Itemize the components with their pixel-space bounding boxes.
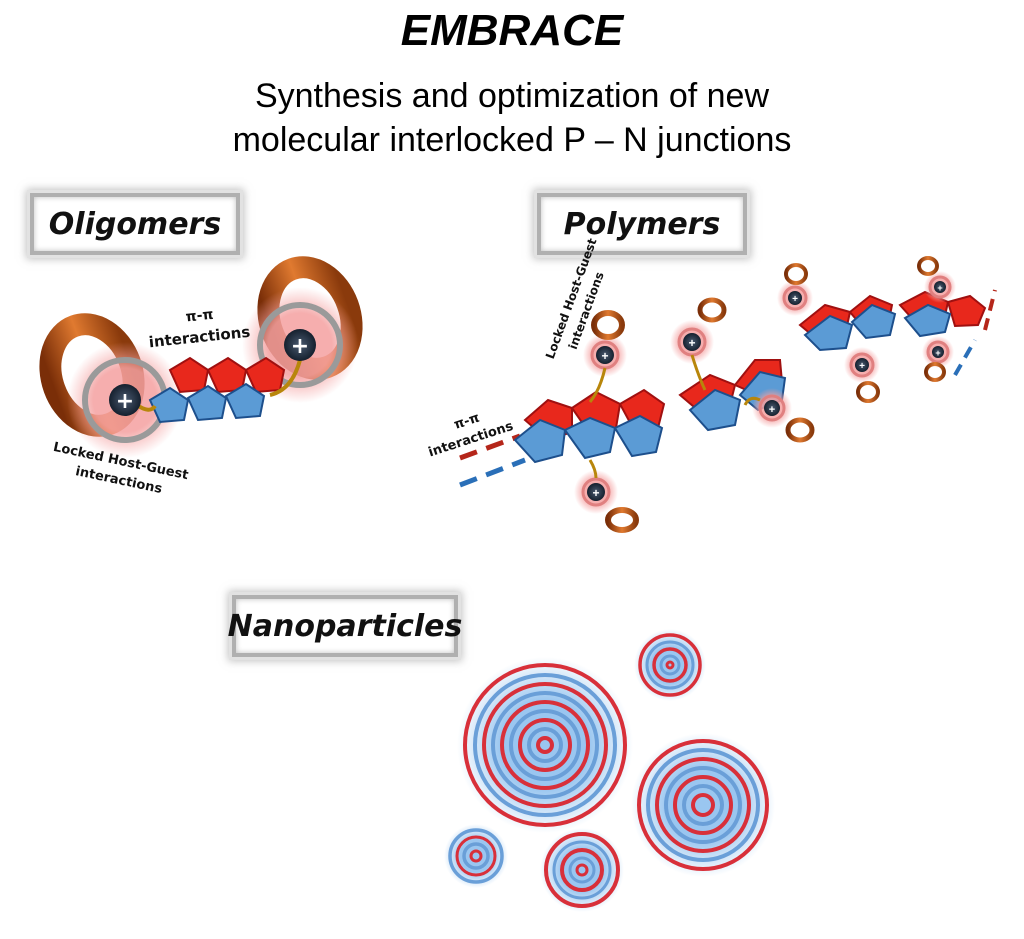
oligomer-n-type-core bbox=[148, 382, 266, 424]
cation-plus-symbol: + bbox=[937, 283, 942, 293]
polymer-pendant-unit: + bbox=[844, 347, 880, 403]
polymer-n-chain-tail-left bbox=[459, 457, 526, 488]
host-ring-icon bbox=[785, 417, 815, 443]
polymer-pendant-unit: + bbox=[743, 388, 815, 443]
polymer-pendant-unit: + bbox=[574, 459, 639, 533]
subtitle-line-1: Synthesis and optimization of new bbox=[254, 77, 770, 115]
cation-plus-symbol: + bbox=[769, 404, 775, 416]
oligomers-label: Oligomers bbox=[48, 206, 222, 242]
page-title: EMBRACE bbox=[400, 6, 624, 55]
oligomer-cation-right bbox=[284, 329, 316, 361]
cation-plus-symbol: + bbox=[116, 389, 134, 414]
polymer-n-chain-tail-right bbox=[953, 339, 977, 376]
oligomer-pi-pi-label-line2: interactions bbox=[148, 323, 251, 352]
nanoparticle-spiral-bottom bbox=[540, 828, 624, 912]
nanoparticle-spiral-top-right bbox=[634, 629, 706, 701]
oligomer-pi-pi-label-line1: π-π bbox=[185, 307, 214, 326]
cation-plus-symbol: + bbox=[859, 361, 865, 372]
polymer-pendant-unit: + bbox=[670, 297, 727, 391]
nanoparticle-spiral-small-left bbox=[444, 824, 508, 888]
host-ring-icon bbox=[697, 297, 727, 323]
polymer-p-chain-tail-left bbox=[459, 433, 521, 461]
cation-plus-symbol: + bbox=[688, 336, 695, 350]
polymer-pendant-unit: + bbox=[922, 336, 954, 382]
polymer-pendant-unit: + bbox=[917, 256, 956, 303]
cation-plus-symbol: + bbox=[935, 348, 940, 358]
oligomer-p-type-core bbox=[168, 356, 286, 394]
oligomer-cation-left bbox=[109, 384, 141, 416]
polymer-n-type-backbone bbox=[513, 303, 952, 464]
host-ring-icon bbox=[591, 310, 625, 340]
host-ring-icon bbox=[784, 263, 808, 285]
host-ring-icon bbox=[605, 507, 639, 533]
polymer-pendant-unit: + bbox=[583, 310, 627, 403]
host-ring-icon bbox=[856, 381, 880, 403]
subtitle-line-2: molecular interlocked P – N junctions bbox=[232, 121, 792, 159]
cation-plus-symbol: + bbox=[291, 334, 309, 359]
host-ring-icon bbox=[924, 362, 946, 382]
polymer-p-chain-tail-right bbox=[983, 289, 997, 331]
host-ring-icon bbox=[917, 256, 939, 276]
polymer-illustration: + + + + bbox=[427, 236, 997, 533]
polymers-label-box: Polymers bbox=[537, 193, 747, 255]
nanoparticle-spiral-right bbox=[631, 733, 775, 877]
oligomer-illustration: + + π-π interactions Locked Host-Guest i… bbox=[39, 256, 363, 497]
nanoparticles-label-box: Nanoparticles bbox=[228, 595, 462, 657]
nanoparticle-illustration bbox=[444, 629, 775, 912]
nanoparticle-spiral-large bbox=[457, 657, 633, 833]
polymer-pendant-unit: + bbox=[777, 263, 813, 316]
nanoparticles-label: Nanoparticles bbox=[227, 608, 463, 644]
oligomers-label-box: Oligomers bbox=[30, 193, 240, 255]
cation-plus-symbol: + bbox=[592, 486, 599, 500]
page-subtitle: Synthesis and optimization of new molecu… bbox=[0, 74, 1024, 162]
polymers-label: Polymers bbox=[563, 206, 721, 242]
oligomer-macrocycle-right bbox=[257, 302, 343, 388]
cation-plus-symbol: + bbox=[601, 349, 608, 363]
cation-plus-symbol: + bbox=[792, 294, 798, 305]
